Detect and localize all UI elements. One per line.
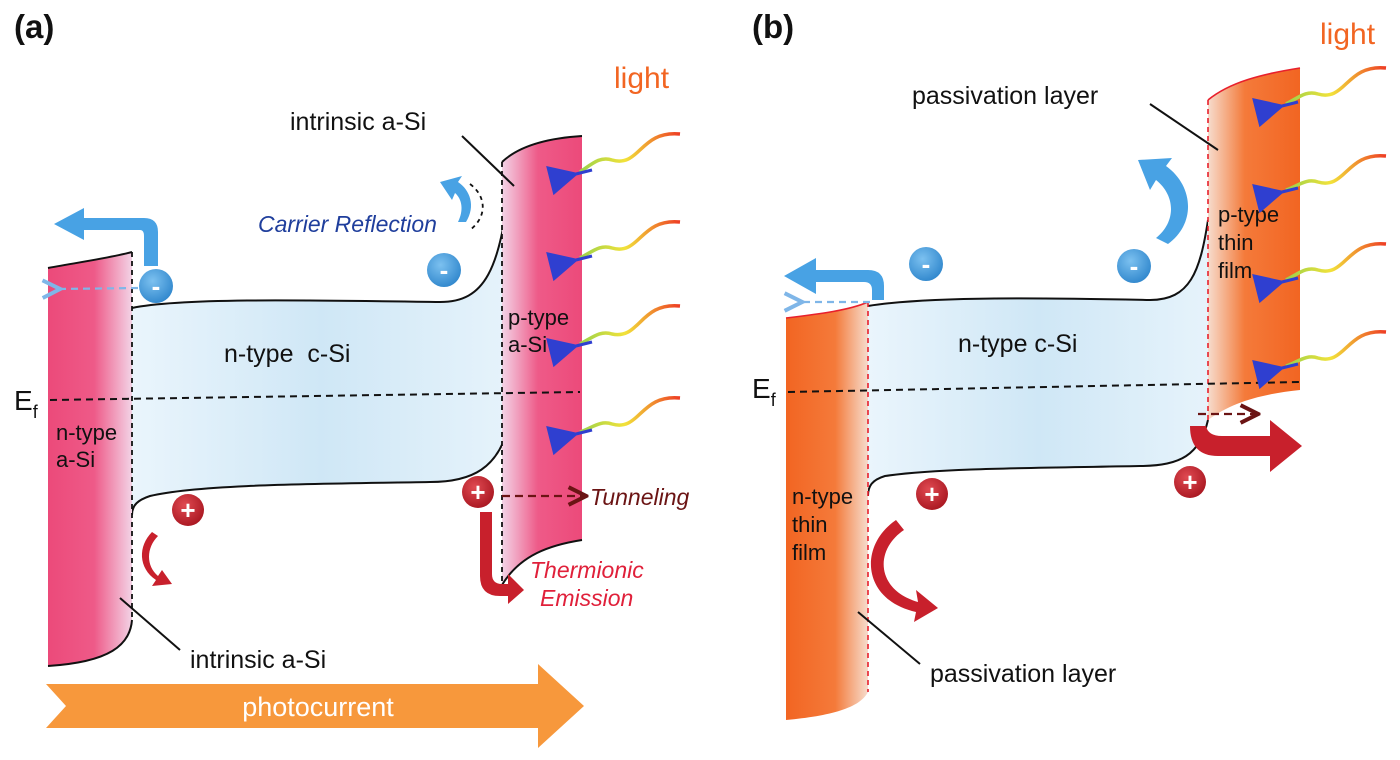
panel-a-thermionic-arrow [480, 512, 524, 604]
panel-b-n-type-label-1: n-type [792, 484, 853, 509]
panel-b-n-type-label-2: thin [792, 512, 827, 537]
panel-b-p-type-label-1: p-type [1218, 202, 1279, 227]
photocurrent-arrow-icon [46, 664, 584, 748]
panel-a-photocurrent-label: photocurrent [242, 692, 394, 722]
svg-text:-: - [440, 255, 449, 285]
panel-a-intrinsic-top-label: intrinsic a-Si [290, 108, 426, 136]
panel-a-electron-dashed-path [58, 288, 139, 289]
svg-text:+: + [1182, 467, 1197, 497]
panel-b-n-film-top-edge [785, 301, 869, 319]
panel-a-cb-edge [131, 179, 511, 309]
panel-a-intrinsic-top-leader [461, 135, 515, 187]
panel-b-passivation-top-leader [1149, 103, 1219, 151]
panel-b-fermi-level [787, 381, 1301, 393]
panel-a-n-asi-bottom-edge [47, 619, 133, 667]
panel-a-hole-reflection-arrow [141, 532, 172, 586]
panel-a-p-asi-block [502, 136, 582, 585]
svg-text:+: + [924, 479, 939, 509]
panel-b-n-type-csi-label: n-type c-Si [958, 330, 1077, 358]
panel-a-thermionic-label-1: Thermionic [530, 557, 644, 583]
panel-a-n-asi-block [48, 252, 132, 666]
panel-b-vb-edge [867, 419, 1209, 497]
light-ray-icon [546, 396, 681, 456]
panel-b-ef-label: Ef [752, 373, 777, 410]
panel-b-csi-band [868, 220, 1208, 496]
panel-a-p-asi-bottom-edge [501, 539, 583, 586]
panel-b-p-type-label-2: thin [1218, 230, 1253, 255]
hole-icon: + [462, 476, 494, 508]
panel-a-p-type-label-2: a-Si [508, 332, 547, 357]
panel-b-label: (b) [752, 8, 794, 45]
panel-b-p-film-block [1208, 68, 1300, 420]
panel-a-reflection-arrow [440, 176, 472, 222]
panel-a-ef-label: Ef [14, 385, 39, 422]
electron-icon: - [1117, 249, 1151, 283]
electron-icon: - [427, 253, 461, 287]
hole-icon: + [172, 494, 204, 526]
panel-b-n-type-label-3: film [792, 540, 826, 565]
panel-b-hole-escape-arrow [1190, 420, 1302, 472]
svg-text:-: - [1130, 251, 1139, 281]
hole-icon: + [1174, 466, 1206, 498]
panel-b-n-film-block [786, 302, 868, 720]
light-ray-icon [546, 304, 681, 368]
svg-text:+: + [180, 495, 195, 525]
panel-a-reflection-dash [469, 183, 484, 231]
panel-a-intrinsic-bottom-leader [119, 597, 181, 651]
panel-a-intrinsic-bottom-label: intrinsic a-Si [190, 646, 326, 674]
panel-b-p-film-top-edge [1207, 67, 1301, 101]
panel-a-p-type-label-1: p-type [508, 305, 569, 330]
panel-a-n-type-csi-label: n-type c-Si [224, 340, 350, 368]
light-ray-icon [1252, 242, 1387, 304]
panel-b-passivation-top-label: passivation layer [912, 82, 1098, 110]
panel-a-n-asi-top-edge [47, 251, 133, 269]
panel-b-passivation-bottom-leader [857, 611, 921, 665]
light-ray-icon [546, 220, 681, 282]
panel-a-tunneling-label: Tunneling [590, 484, 690, 510]
panel-a-vb-edge [131, 419, 511, 516]
electron-icon: - [139, 269, 173, 303]
panel-b-cb-edge [867, 219, 1209, 307]
light-ray-icon [546, 132, 681, 196]
panel-b-passivation-bottom-label: passivation layer [930, 660, 1116, 688]
electron-icon: - [909, 247, 943, 281]
panel-b-reflection-arrow [1138, 158, 1189, 244]
light-ray-icon [1252, 154, 1387, 214]
panel-a-n-type-label-1: n-type [56, 420, 117, 445]
panel-a-fermi-level [49, 391, 581, 401]
svg-text:+: + [470, 477, 485, 507]
svg-text:-: - [922, 249, 931, 279]
panel-a-light-label: light [614, 62, 670, 95]
panel-a-electron-escape-arrow [54, 208, 158, 266]
panel-b: (b) light Ef n-type c-Si p-type thin fil… [752, 8, 1387, 720]
panel-b-hole-reflection-arrow [870, 520, 938, 622]
panel-a-n-type-label-2: a-Si [56, 447, 95, 472]
light-ray-icon [1252, 330, 1387, 390]
panel-a-csi-band [132, 180, 510, 515]
panel-a-p-asi-top-edge [501, 135, 583, 163]
panel-a-label: (a) [14, 8, 54, 45]
svg-text:-: - [152, 271, 161, 301]
panel-b-light-label: light [1320, 18, 1376, 51]
panel-a-thermionic-label-2: Emission [540, 585, 633, 611]
panel-a: (a) light Ef n-type c-Si p-type a-Si n-t… [14, 8, 690, 748]
panel-a-carrier-reflection-label: Carrier Reflection [258, 211, 437, 237]
hole-icon: + [916, 478, 948, 510]
panel-b-p-type-label-3: film [1218, 258, 1252, 283]
light-ray-icon [1252, 66, 1387, 128]
panel-b-electron-escape-arrow [784, 258, 884, 300]
